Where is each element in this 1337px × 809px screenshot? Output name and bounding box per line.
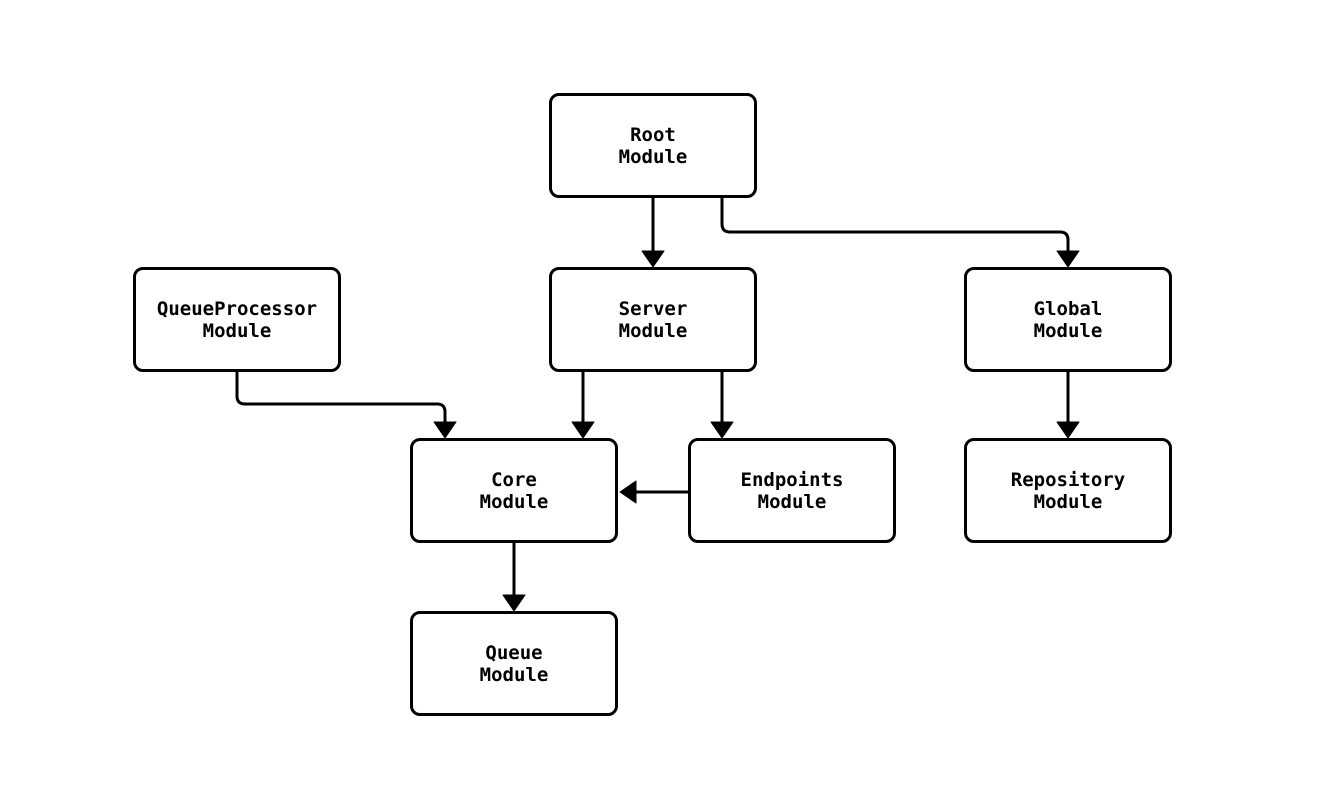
node-label-line1: Global [1033, 297, 1103, 320]
arrowhead-down-icon [641, 250, 665, 268]
arrowhead-left-icon [619, 480, 637, 504]
node-label-line2: Module [618, 145, 688, 168]
node-label-line1: Core [491, 468, 537, 491]
arrowhead-down-icon [1056, 250, 1080, 268]
arrowhead-down-icon [571, 421, 595, 439]
node-label-line1: Root [630, 123, 676, 146]
arrowhead-down-icon [433, 421, 457, 439]
node-repository-module: Repository Module [964, 438, 1172, 543]
node-server-module: Server Module [549, 267, 757, 372]
node-label-line1: Endpoints [740, 468, 844, 491]
node-label-line2: Module [618, 319, 688, 342]
arrowhead-down-icon [1056, 421, 1080, 439]
node-queue-module: Queue Module [410, 611, 618, 716]
node-label-line1: Queue [485, 641, 543, 664]
node-label-line1: Repository [1010, 468, 1126, 491]
node-core-module: Core Module [410, 438, 618, 543]
node-label-line2: Module [1033, 319, 1103, 342]
edge-core-to-queue [502, 543, 526, 612]
node-label-line1: QueueProcessor [156, 297, 318, 320]
node-label-line2: Module [479, 490, 549, 513]
node-endpoints-module: Endpoints Module [688, 438, 896, 543]
node-label-line2: Module [479, 663, 549, 686]
edge-server-to-core [571, 372, 595, 439]
edge-line [235, 372, 447, 423]
node-label-line2: Module [202, 319, 272, 342]
node-label-line1: Server [618, 297, 688, 320]
node-global-module: Global Module [964, 267, 1172, 372]
edge-queueprocessor-to-core [235, 372, 457, 439]
node-label-line2: Module [1033, 490, 1103, 513]
node-root-module: Root Module [549, 93, 757, 198]
node-label-line2: Module [757, 490, 827, 513]
arrowhead-down-icon [710, 421, 734, 439]
edge-root-to-global [720, 198, 1080, 268]
edge-line [720, 198, 1070, 252]
edge-global-to-repository [1056, 372, 1080, 439]
edge-root-to-server [641, 198, 665, 268]
edge-endpoints-to-core [619, 480, 688, 504]
node-queueprocessor-module: QueueProcessor Module [133, 267, 341, 372]
edge-server-to-endpoints [710, 372, 734, 439]
arrowhead-down-icon [502, 594, 526, 612]
